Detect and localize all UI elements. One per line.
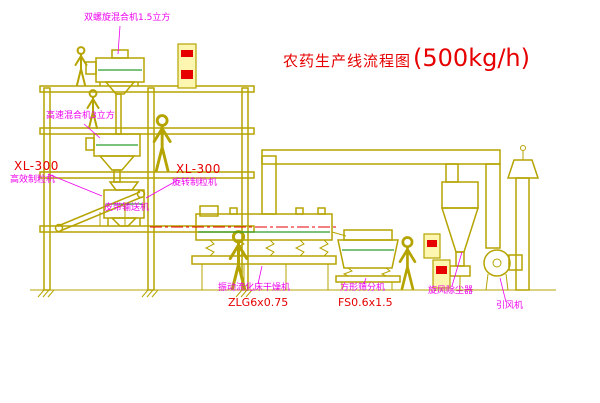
foundation-hatch <box>37 289 253 298</box>
exhaust-duct <box>261 149 501 249</box>
worker-figures <box>74 46 417 290</box>
label-granulator-left-name: 高效制粒机 <box>10 175 56 185</box>
exhaust-stack <box>506 145 540 291</box>
title-text: 农药生产线流程图 <box>283 52 412 70</box>
fluid-bed-dryer <box>150 205 338 290</box>
high-speed-mixer <box>85 133 141 183</box>
label-dryer-model: ZLG6x0.75 <box>228 296 289 309</box>
label-granulator-left-model: XL-300 <box>14 159 59 173</box>
person-icon <box>152 114 172 173</box>
label-sieve-model: FS0.6x1.5 <box>338 296 393 309</box>
person-icon <box>86 89 100 129</box>
person-icon <box>74 46 88 86</box>
label-top-mixer: 双螺旋混合机1.5立方 <box>84 13 171 23</box>
control-panel-2 <box>423 233 441 259</box>
cyclone-separator <box>440 181 480 290</box>
label-sieve-name: 方形筛分机 <box>340 283 386 293</box>
drawing-title: 农药生产线流程图 (500kg/h) <box>283 44 530 72</box>
square-sieve <box>331 229 401 290</box>
label-granulator-center-model: XL-300 <box>176 162 221 176</box>
label-belt-conveyor: 皮带输送机 <box>104 203 150 213</box>
induced-draft-fan <box>483 249 523 291</box>
label-dryer-name: 振动流化床干燥机 <box>218 283 291 293</box>
label-leader-lines <box>47 25 507 303</box>
title-capacity: (500kg/h) <box>413 44 530 72</box>
label-high-speed-mixer: 高速混合机3立方 <box>46 111 115 121</box>
label-cyclone: 旋风除尘器 <box>428 286 474 296</box>
label-fan: 引风机 <box>496 301 524 311</box>
building-frame <box>39 85 255 291</box>
belt-conveyor <box>54 189 146 233</box>
control-panel-3 <box>432 259 451 289</box>
label-granulator-center-name: 旋转制粒机 <box>172 178 218 188</box>
ground-line <box>30 289 556 298</box>
control-panel-1 <box>177 43 197 89</box>
person-icon <box>398 236 417 290</box>
